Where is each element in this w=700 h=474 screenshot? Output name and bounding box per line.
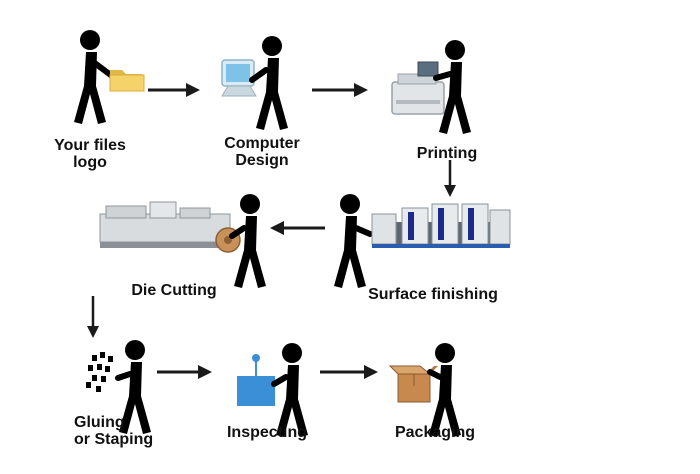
label-die-cutting: Die Cutting	[112, 282, 236, 299]
step-design	[221, 36, 288, 130]
inspection-box-icon	[237, 354, 275, 406]
label-line: Packaging	[394, 424, 476, 441]
stick-figure-icon	[249, 36, 288, 130]
arrow-design-to-printing	[312, 83, 368, 97]
step-diecut	[99, 194, 266, 288]
bag-machine-icon	[99, 201, 241, 253]
step-files	[74, 30, 145, 124]
step-inspect	[237, 343, 308, 437]
printer-icon	[391, 61, 445, 115]
label-packaging: Packaging	[380, 424, 490, 441]
computer-icon	[221, 59, 257, 97]
arrow-files-to-design	[148, 83, 200, 97]
glue-dots-icon	[86, 352, 113, 392]
printing-press-icon	[371, 203, 511, 248]
stick-figure-icon	[433, 40, 471, 134]
label-inspecting: Inspecting	[212, 424, 322, 441]
label-line: or Staping	[74, 431, 154, 448]
label-line: logo	[73, 154, 107, 171]
label-your-files-logo: Your files logo	[34, 137, 146, 171]
arrow-inspecting-to-packaging	[320, 365, 378, 379]
stick-figure-icon	[427, 343, 461, 437]
label-line: Inspecting	[226, 424, 307, 441]
label-line: Printing	[416, 145, 478, 162]
label-gluing-or-staping: Gluing or Staping	[74, 414, 184, 448]
arrow-diecut-to-gluing	[87, 296, 99, 338]
step-gluing	[86, 340, 151, 434]
label-line: Design	[235, 152, 289, 169]
label-line: Your files	[54, 137, 126, 154]
cardboard-box-icon	[388, 365, 438, 403]
stick-figure-icon	[271, 343, 308, 437]
step-surface	[334, 194, 511, 288]
label-line: Die Cutting	[131, 282, 217, 299]
stick-figure-icon	[74, 30, 115, 124]
step-printing	[391, 40, 471, 134]
step-pack	[388, 343, 461, 437]
label-line: Surface finishing	[368, 286, 498, 303]
label-computer-design: Computer Design	[210, 135, 314, 169]
stick-figure-icon	[115, 340, 151, 434]
arrow-printing-to-surface	[444, 160, 456, 197]
label-line: Gluing	[74, 414, 125, 431]
folder-icon	[109, 70, 145, 92]
stick-figure-icon	[334, 194, 373, 288]
arrow-gluing-to-inspecting	[157, 365, 212, 379]
label-surface-finishing: Surface finishing	[345, 286, 521, 303]
stick-figure-icon	[229, 194, 266, 288]
arrow-surface-to-diecut	[270, 221, 325, 235]
label-line: Computer	[224, 135, 300, 152]
label-printing: Printing	[395, 145, 499, 162]
